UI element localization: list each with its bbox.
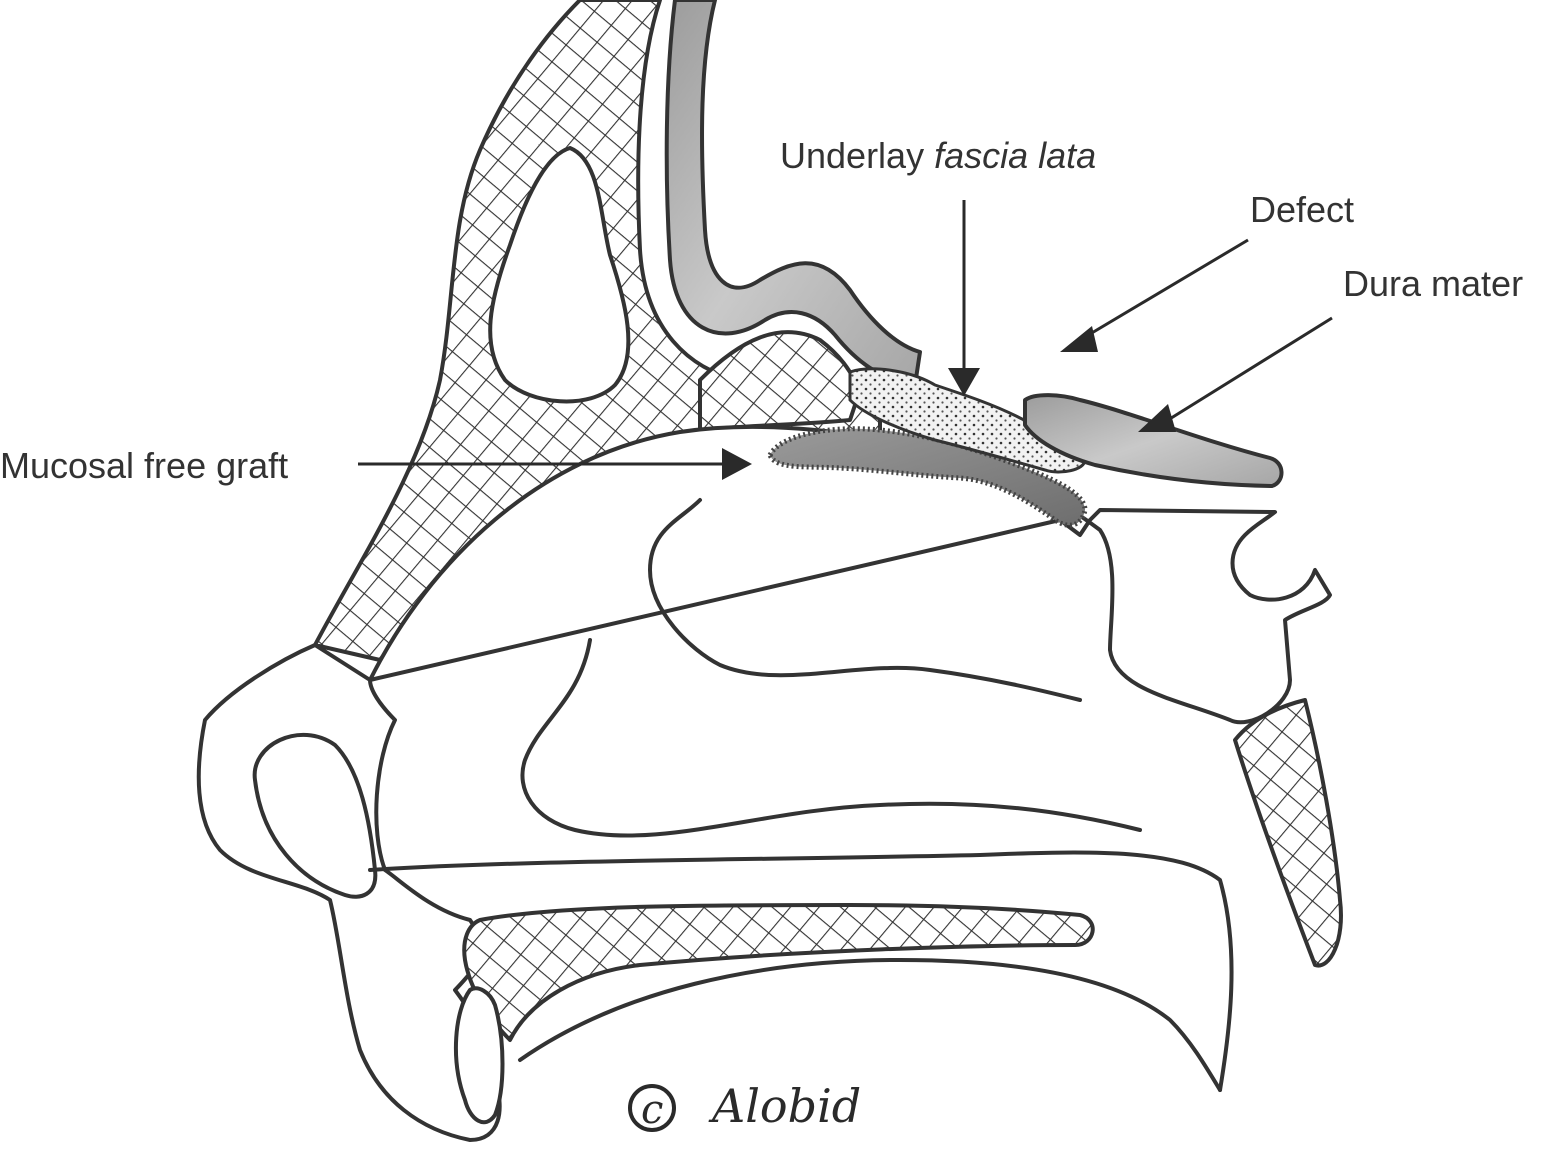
oral-roof bbox=[368, 850, 1234, 1092]
signature-author: Alobid bbox=[708, 1079, 861, 1133]
hard-palate bbox=[462, 903, 1095, 1042]
pterygoid-plate bbox=[1233, 698, 1343, 968]
middle-turbinate bbox=[648, 498, 1082, 702]
incisor-tooth bbox=[454, 986, 505, 1125]
arrow-underlay bbox=[948, 200, 980, 396]
label-defect: Defect bbox=[1250, 189, 1354, 230]
dura-mater-segment bbox=[1023, 393, 1284, 488]
mucosal-free-graft bbox=[767, 426, 1088, 528]
copyright-symbol: c bbox=[641, 1087, 663, 1133]
inferior-turbinate bbox=[520, 638, 1142, 838]
label-underlay-prefix: Underlay bbox=[780, 135, 934, 176]
copyright-signature: c Alobid bbox=[628, 1079, 861, 1133]
palate-curve bbox=[518, 958, 1222, 1092]
arrow-dura-mater bbox=[1138, 316, 1333, 432]
frontal-sinus bbox=[488, 146, 631, 404]
nasal-cavity-outline bbox=[368, 424, 1332, 725]
dura-upper bbox=[664, 0, 922, 387]
label-mucosal-free-graft: Mucosal free graft bbox=[0, 445, 288, 486]
label-underlay-italic: fascia lata bbox=[934, 135, 1096, 176]
arrow-defect bbox=[1060, 238, 1249, 352]
cribriform-hatch bbox=[698, 330, 862, 432]
copyright-circle bbox=[628, 1084, 676, 1132]
label-underlay-fascia-lata: Underlay fascia lata bbox=[780, 135, 1096, 176]
arrow-mucosal-free-graft bbox=[358, 448, 752, 480]
nostril bbox=[252, 733, 378, 899]
label-dura-mater: Dura mater bbox=[1343, 263, 1523, 304]
